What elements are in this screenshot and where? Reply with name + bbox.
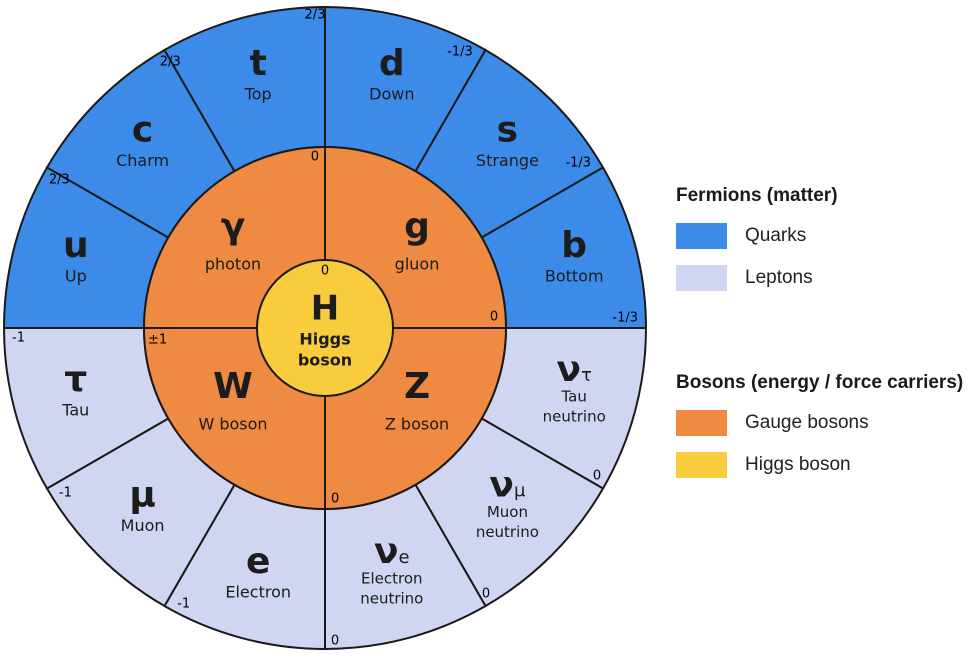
fermion-electron-neutrino-symbol-subscript: e [399, 547, 410, 568]
fermion-muon-neutrino-name-line: neutrino [476, 523, 539, 541]
fermion-electron-name-line: Electron [225, 583, 291, 602]
gauge-z-boson-symbol: Z [404, 366, 430, 407]
fermion-charm-symbol: c [132, 110, 153, 151]
fermion-strange-name-line: Strange [476, 151, 539, 170]
gauge-z-boson-charge: 0 [331, 492, 339, 507]
fermion-up-name-line: Up [65, 267, 87, 286]
fermion-muon-neutrino-symbol: νμ [489, 464, 526, 505]
legend-label-quarks: Quarks [745, 225, 807, 246]
fermion-top-name-line: Top [244, 84, 272, 103]
fermion-electron-symbol: e [246, 541, 270, 582]
fermion-tau-neutrino-symbol: ντ [557, 349, 592, 390]
fermion-strange-charge: -1/3 [565, 155, 591, 170]
fermion-muon-neutrino-name-line: Muon [487, 503, 528, 521]
fermion-up-symbol: u [63, 225, 89, 266]
higgs-symbol: H [311, 289, 339, 329]
fermion-tau-neutrino-symbol-main: ν [557, 349, 582, 390]
fermion-strange-symbol: s [497, 110, 518, 151]
gauge-gluon-charge: 0 [490, 310, 498, 325]
fermion-tau-charge: -1 [12, 331, 25, 346]
legend-label-gauge-bosons: Gauge bosons [745, 412, 869, 433]
gauge-w-boson-name: W boson [198, 415, 267, 434]
fermion-top-symbol: t [250, 43, 267, 84]
legend-item-higgs-boson: Higgs boson [676, 452, 851, 478]
higgs-boson-swatch [676, 452, 727, 478]
higgs-name-line: Higgs [299, 330, 350, 349]
higgs-charge: 0 [321, 264, 329, 279]
fermion-muon-charge: -1 [59, 486, 72, 501]
higgs-name-line: boson [298, 351, 352, 370]
fermion-tau-symbol: τ [64, 359, 87, 400]
legend-item-gauge-bosons: Gauge bosons [676, 410, 869, 436]
fermion-bottom-name-line: Bottom [545, 267, 604, 286]
legend-item-leptons: Leptons [676, 265, 813, 291]
legend-label-higgs-boson: Higgs boson [745, 454, 851, 475]
gauge-bosons-swatch [676, 410, 727, 436]
fermion-electron-neutrino-name-line: neutrino [360, 590, 423, 608]
legend-fermions-title: Fermions (matter) [676, 185, 838, 206]
legend-item-quarks: Quarks [676, 223, 806, 249]
fermion-muon-neutrino-symbol-main: ν [489, 464, 514, 505]
fermion-tau-name-line: Tau [61, 400, 89, 419]
fermion-muon-name-line: Muon [121, 516, 165, 535]
gauge-z-boson-name: Z boson [385, 415, 449, 434]
fermion-electron-neutrino-symbol: νe [374, 531, 410, 572]
fermion-tau-neutrino-charge: 0 [593, 468, 601, 483]
fermion-tau-neutrino-symbol-subscript: τ [581, 365, 592, 386]
legend-label-leptons: Leptons [745, 267, 813, 288]
higgs-boson-disc [256, 259, 394, 397]
gauge-gluon-name: gluon [395, 255, 440, 274]
fermion-down-symbol: d [379, 43, 405, 84]
gauge-photon-symbol: γ [221, 206, 246, 247]
fermion-electron-charge: -1 [177, 597, 190, 612]
gauge-photon-name: photon [205, 255, 261, 274]
fermion-charm-name-line: Charm [116, 151, 169, 170]
gauge-photon-charge: 0 [311, 150, 319, 165]
gauge-gluon-symbol: g [404, 206, 430, 247]
fermion-muon-symbol: μ [129, 474, 156, 515]
fermion-electron-neutrino-name-line: Electron [361, 570, 423, 588]
gauge-w-boson-symbol: W [213, 366, 253, 407]
quarks-swatch [676, 223, 727, 249]
legend-bosons-title: Bosons (energy / force carriers) [676, 372, 964, 393]
fermion-down-name-line: Down [369, 84, 414, 103]
fermion-bottom-charge: -1/3 [612, 311, 638, 326]
fermion-electron-neutrino-symbol-main: ν [374, 531, 399, 572]
fermion-top-charge: 2/3 [305, 8, 326, 23]
fermion-charm-charge: 2/3 [160, 54, 181, 69]
gauge-w-boson-charge: ±1 [148, 333, 167, 348]
particle-wheel: dDown-1/3sStrange-1/3bBottom-1/3ντTauneu… [2, 5, 648, 651]
fermion-tau-neutrino-name-line: Tau [561, 387, 587, 405]
particle-labels: dDown-1/3sStrange-1/3bBottom-1/3ντTauneu… [12, 8, 638, 649]
fermion-tau-neutrino-name-line: neutrino [543, 407, 606, 425]
leptons-swatch [676, 265, 727, 291]
fermion-electron-neutrino-charge: 0 [331, 634, 339, 649]
fermion-muon-neutrino-charge: 0 [482, 587, 490, 602]
fermion-ring [2, 5, 648, 651]
fermion-bottom-symbol: b [561, 225, 587, 266]
fermion-muon-neutrino-symbol-subscript: μ [514, 480, 526, 501]
fermion-down-charge: -1/3 [447, 44, 473, 59]
fermion-up-charge: 2/3 [49, 173, 70, 188]
